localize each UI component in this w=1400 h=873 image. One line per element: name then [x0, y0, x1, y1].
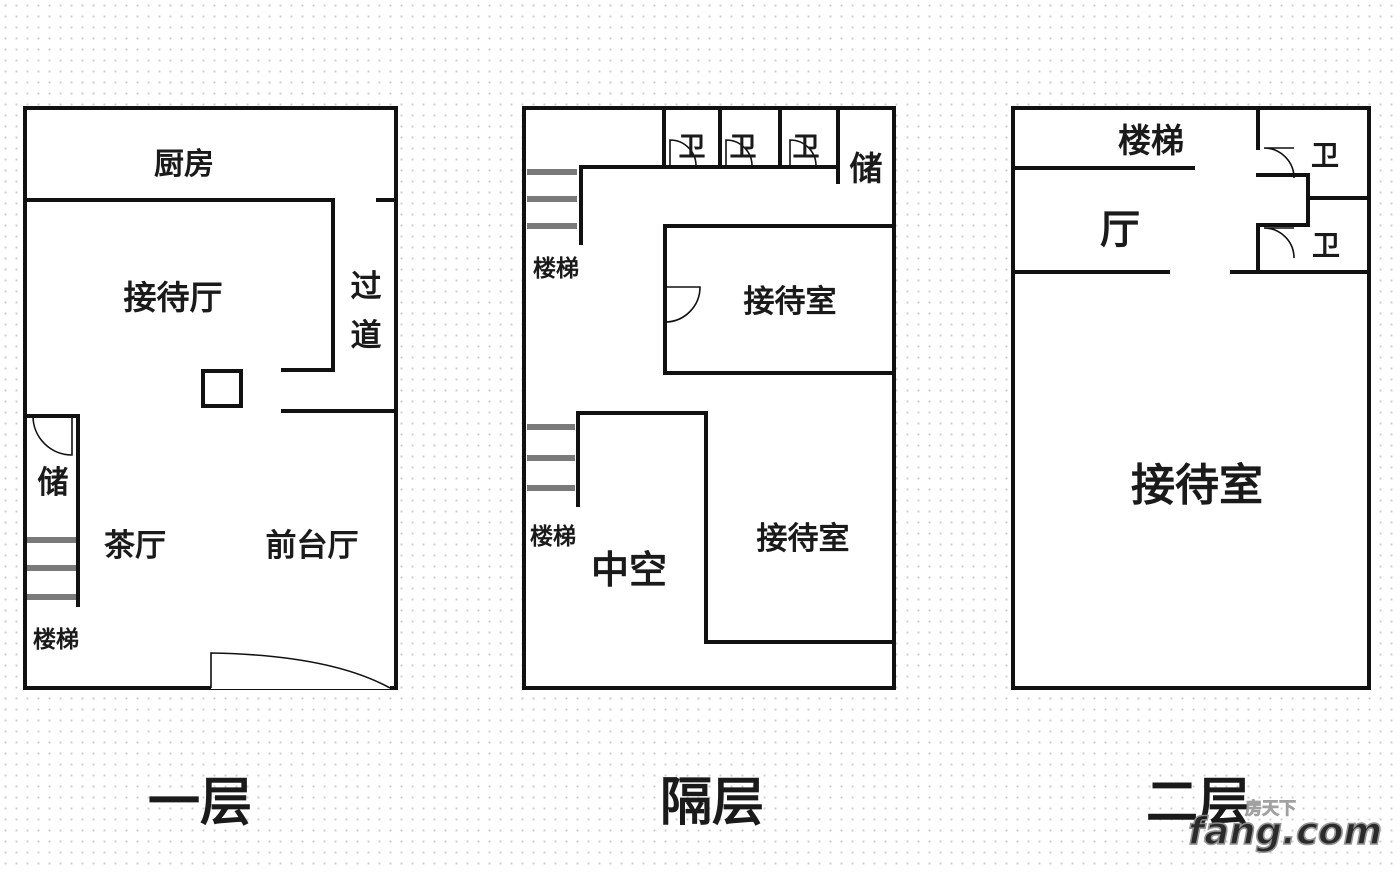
mezzanine-bath-door-icon: [789, 139, 817, 168]
floor2-caption: 二层: [1146, 773, 1250, 833]
floor2-plan: 楼梯 卫 厅 卫 接待室 二层: [1011, 106, 1371, 833]
mezzanine-reception-room2-label: 接待室: [757, 521, 850, 557]
mezzanine-stairs-top-label: 楼梯: [533, 255, 579, 282]
watermark-logo: 房天下 fang.com: [1187, 798, 1382, 854]
floor1-storage-label: 储: [38, 465, 69, 501]
floor1-caption: 一层: [148, 773, 252, 833]
mezzanine-caption: 隔层: [660, 773, 764, 833]
floor2-outline: [1011, 106, 1371, 690]
mezzanine-room1-door-icon: [664, 286, 701, 323]
floor1-tea-room-label: 茶厅: [104, 528, 166, 564]
mezzanine-void-label: 中空: [591, 548, 667, 592]
mezzanine-bath3-label: 卫: [793, 132, 820, 163]
floor1-kitchen-label: 厨房: [154, 147, 214, 182]
mezzanine-bath-door-icon: [669, 139, 697, 168]
mezzanine-bath-door-icon: [725, 139, 753, 168]
floor1-corridor-label-2: 道: [351, 318, 382, 354]
floor1-column: [201, 369, 243, 408]
floor2-bath2-door-icon: [1263, 227, 1295, 259]
floor1-front-desk-hall-label: 前台厅: [266, 528, 359, 564]
mezzanine-outline: [522, 106, 896, 690]
floor2-bath2-label: 卫: [1312, 229, 1340, 262]
floor1-entrance-door-icon: [210, 652, 391, 689]
watermark-brand-text: fang.com: [1188, 810, 1382, 853]
floor1-storage-door-icon: [32, 415, 73, 456]
mezzanine-reception-room1-label: 接待室: [744, 284, 837, 320]
mezzanine-storage-label: 储: [850, 149, 883, 188]
mezzanine-stairs-bottom-label: 楼梯: [530, 523, 576, 550]
floor2-bath1-door-icon: [1263, 147, 1295, 179]
floor1-reception-hall-label: 接待厅: [124, 278, 223, 317]
floor1-plan: 厨房 接待厅 过 道 储 茶厅 前台厅 楼梯 一层: [23, 106, 398, 833]
floor2-hall-label: 厅: [1100, 207, 1140, 253]
floor2-stairs-label: 楼梯: [1118, 121, 1184, 160]
mezzanine-plan: 卫 卫 卫 储 楼梯 接待室 楼梯 中空 接待室 隔层: [522, 106, 896, 833]
floor1-corridor-label-1: 过: [351, 269, 382, 305]
floor1-outline: [23, 106, 398, 690]
floor2-reception-room-label: 接待室: [1131, 460, 1263, 511]
floor2-bath1-label: 卫: [1311, 139, 1339, 172]
mezzanine-bath1-label: 卫: [679, 132, 706, 163]
watermark-sub-text: 房天下: [1245, 798, 1296, 819]
floor1-stairs-label: 楼梯: [33, 626, 79, 653]
mezzanine-bath2-label: 卫: [730, 132, 757, 163]
